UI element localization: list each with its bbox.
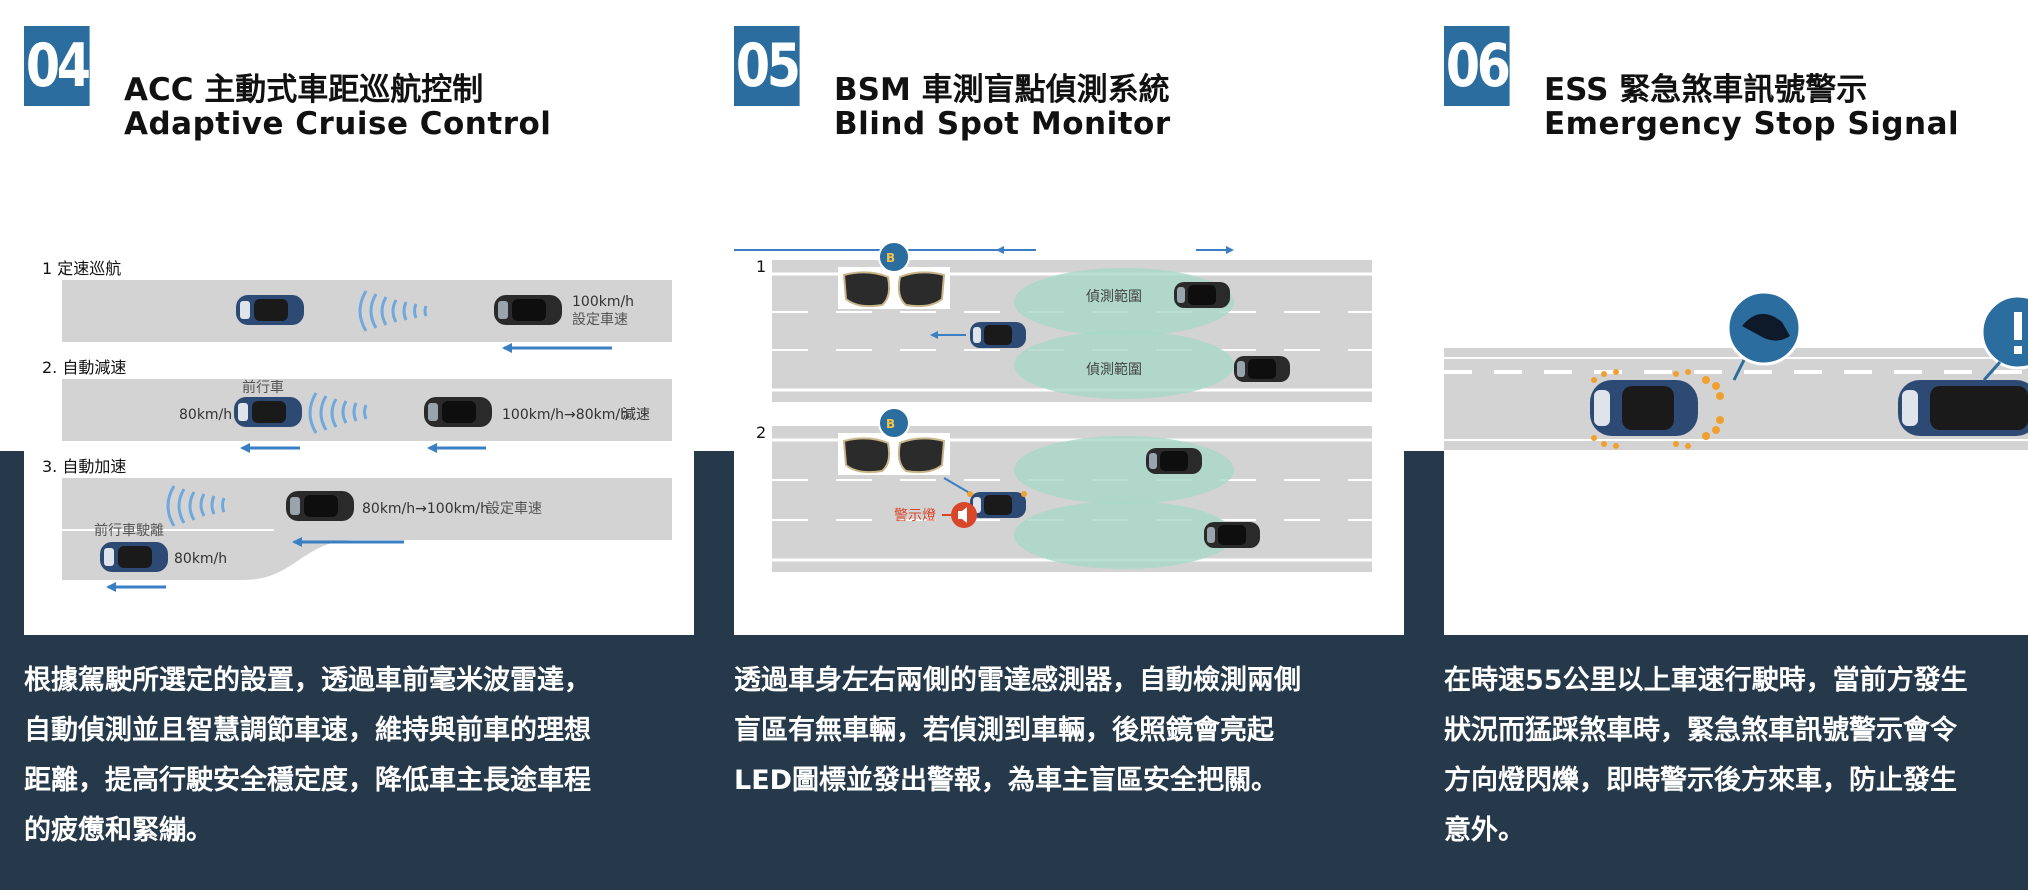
feature-description: 根據駕駛所選定的設置，透過車前毫米波雷達， 自動偵測並且智慧調節車速，維持與前車… [24, 656, 694, 856]
acc-s2-speed: 100km/h→80km/h [502, 407, 629, 423]
ess-diagram-svg [1444, 290, 2028, 450]
bsm-indicator-icon [878, 241, 910, 273]
ess-braking-car [1590, 380, 1698, 436]
bsm-range-1: 偵測範圍 [1086, 288, 1142, 305]
bsm-step-1-label: 1 [756, 257, 766, 276]
acc-ego-car-2 [424, 397, 492, 427]
feature-number-badge: 06 [1444, 26, 1511, 106]
feature-title-en: Adaptive Cruise Control [124, 106, 552, 142]
feature-title-en: Blind Spot Monitor [834, 106, 1171, 142]
bsm-range-2: 偵測範圍 [1086, 361, 1142, 378]
mirror-icon [837, 266, 951, 310]
radar-waves-icon [358, 290, 428, 332]
acc-road-3 [62, 478, 672, 580]
acc-diagram: 1 定速巡航 100km/h 設定車速 2. 自動減速 前行車 80km/h [24, 230, 694, 635]
mirror-icon [837, 432, 951, 476]
feature-ess: 06 ESS 緊急煞車訊號警示 Emergency Stop Signal [1444, 0, 2028, 890]
description-line: 距離，提高行駛安全穩定度，降低車主長途車程 [24, 765, 591, 796]
acc-lead-car-3 [100, 542, 168, 572]
ess-diagram [1444, 230, 2028, 635]
bsm-warning-label: 警示燈 [894, 508, 936, 524]
bsm-diagram-svg: 1 偵測範圍 偵測範圍 B 2 [734, 241, 1373, 572]
acc-ego-car-3 [286, 491, 354, 521]
acc-step-2-label: 2. 自動減速 [42, 358, 126, 377]
bsm-other-car [1234, 356, 1290, 382]
feature-title-zh: ACC 主動式車距巡航控制 [124, 72, 484, 108]
acc-s2-front-speed: 80km/h [179, 407, 232, 423]
feature-number-badge: 05 [734, 26, 801, 106]
bsm-diagram: 1 偵測範圍 偵測範圍 B 2 [734, 230, 1404, 635]
acc-diagram-svg: 1 定速巡航 100km/h 設定車速 2. 自動減速 前行車 80km/h [42, 259, 672, 592]
detect-zone [1014, 436, 1234, 504]
bsm-step-2-label: 2 [756, 423, 766, 442]
acc-lead-car-2 [234, 397, 302, 427]
description-line: 意外。 [1444, 815, 1525, 846]
acc-lead-car-1 [236, 295, 304, 325]
description-line: 根據駕駛所選定的設置，透過車前毫米波雷達， [24, 665, 591, 696]
svg-text:B: B [886, 417, 895, 431]
bsm-other-car [1174, 282, 1230, 308]
feature-acc: 04 ACC 主動式車距巡航控制 Adaptive Cruise Control… [24, 0, 694, 890]
acc-ego-car-1 [494, 295, 562, 325]
feature-number-badge: 04 [24, 26, 91, 106]
acc-road-2 [62, 379, 672, 441]
acc-s3-leave: 前行車駛離 [94, 522, 164, 539]
feature-bsm: 05 BSM 車測盲點偵測系統 Blind Spot Monitor [734, 0, 1404, 890]
description-line: 的疲憊和緊繃。 [24, 815, 213, 846]
radar-waves-icon [308, 392, 368, 434]
description-line: 自動偵測並且智慧調節車速，維持與前車的理想 [24, 715, 591, 746]
hazard-flash-icon [1591, 369, 1724, 449]
feature-description: 在時速55公里以上車速行駛時，當前方發生 狀況而猛踩煞車時，緊急煞車訊號警示會令… [1444, 656, 2028, 856]
acc-s3-set: 設定車速 [486, 500, 542, 517]
description-line: 方向燈閃爍，即時警示後方來車，防止發生 [1444, 765, 1957, 796]
description-line: 盲區有無車輛，若偵測到車輛，後照鏡會亮起 [734, 715, 1274, 746]
description-line: LED圖標並發出警報，為車主盲區安全把關。 [734, 765, 1279, 796]
acc-step-3-label: 3. 自動加速 [42, 457, 126, 476]
acc-road-1 [62, 280, 672, 342]
bsm-indicator-icon [878, 407, 910, 439]
svg-text:B: B [886, 251, 895, 265]
feature-title-en: Emergency Stop Signal [1544, 106, 1960, 142]
feature-title-zh: ESS 緊急煞車訊號警示 [1544, 72, 1868, 108]
bsm-ego-car-2 [970, 492, 1026, 518]
acc-s2-action: 減速 [622, 406, 650, 423]
acc-s1-speed: 100km/h [572, 294, 634, 310]
acc-step-1-label: 1 定速巡航 [42, 259, 121, 278]
acc-s2-front: 前行車 [242, 379, 284, 396]
detect-zone [1014, 501, 1234, 569]
description-line: 在時速55公里以上車速行駛時，當前方發生 [1444, 665, 1968, 696]
feature-title-zh: BSM 車測盲點偵測系統 [834, 72, 1170, 108]
detect-zone [1014, 331, 1234, 399]
bsm-other-car [1204, 522, 1260, 548]
description-line: 透過車身左右兩側的雷達感測器，自動檢測兩側 [734, 665, 1301, 696]
acc-s1-set: 設定車速 [572, 311, 628, 328]
radar-waves-icon [166, 485, 226, 527]
bsm-ego-car-1 [970, 322, 1026, 348]
description-line: 狀況而猛踩煞車時，緊急煞車訊號警示會令 [1444, 715, 1957, 746]
ess-following-car [1898, 380, 2028, 436]
bsm-other-car [1146, 448, 1202, 474]
feature-description: 透過車身左右兩側的雷達感測器，自動檢測兩側 盲區有無車輛，若偵測到車輛，後照鏡會… [734, 656, 1404, 806]
acc-s3-speed: 80km/h→100km/h [362, 501, 489, 517]
acc-s3-leave-speed: 80km/h [174, 551, 227, 567]
